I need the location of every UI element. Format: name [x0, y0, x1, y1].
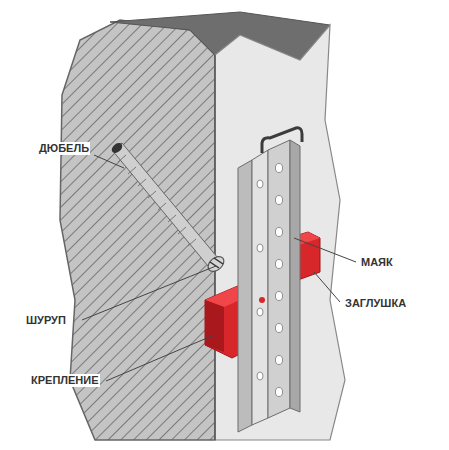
- cap-label: ЗАГЛУШКА: [344, 297, 407, 310]
- screw-label: ШУРУП: [25, 314, 67, 327]
- beacon-label: МАЯК: [360, 256, 394, 269]
- dowel-label: ДЮБЕЛЬ: [38, 142, 90, 155]
- fastener-label: КРЕПЛЕНИЕ: [30, 374, 100, 387]
